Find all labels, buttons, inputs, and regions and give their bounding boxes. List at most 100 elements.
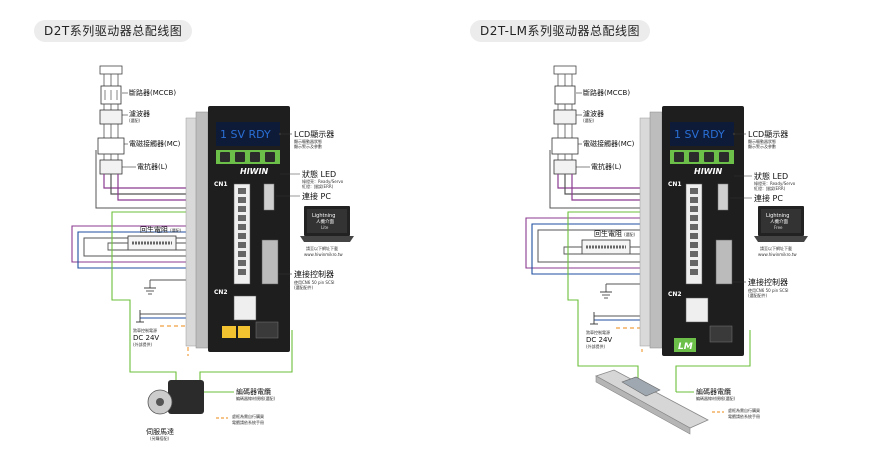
led-label: 狀態 LED (754, 171, 788, 181)
software-subtitle: 人機介面 (770, 218, 788, 225)
controller-note-2: (選配配件) (748, 292, 768, 298)
power24-label: 煞車控制電源 (133, 327, 157, 333)
led-callout: 狀態 LED 綠燈亮：Ready/Servo 紅燈：錯誤(ERR) (280, 169, 344, 189)
legend-dashed: 虛框為需自行購買 電纜請依系統手冊 (712, 407, 760, 419)
brand-logo: HIWIN (694, 167, 722, 176)
software-name: Lightning (766, 213, 789, 219)
wire-encoder (567, 211, 686, 378)
legend-line-2: 電纜請依系統手冊 (728, 413, 760, 419)
regen-note: (選配) (624, 231, 636, 237)
motor-note: (另購搭配) (150, 435, 170, 441)
wire-motor-u (525, 217, 686, 269)
lcd-callout: LCD顯示器 顯示驅動器狀態 顯示警示及參數 (732, 130, 788, 149)
lcd-readout: 1 SV RDY (674, 128, 725, 141)
encoder-note: 編碼器線材規格(選配) (236, 395, 276, 401)
contactor-label: 電磁接觸器(MC) (583, 139, 635, 148)
controller-note-2: (選配配件) (294, 284, 314, 290)
panel-title: D2T系列驱动器总配线图 (34, 20, 193, 42)
legend-line-1: 虛框為需自行購買 (728, 407, 760, 413)
regen-resistor: 回生電阻 (選配) (563, 229, 686, 255)
lcd-label: LCD顯示器 (748, 130, 788, 139)
regen-note: (選配) (170, 227, 182, 233)
laptop-icon: Lightning 人機介面 Lite 請至以下網址下載 www.hiwinmi… (300, 206, 354, 257)
mccb-label: 斷路器(MCCB) (583, 88, 630, 97)
mccb-label: 斷路器(MCCB) (129, 88, 176, 97)
diagram-panel-d2t: D2T系列驱动器总配线图 斷路器(MCCB) 濾波器 (選配) (34, 20, 354, 441)
power24-label: 煞車控制電源 (586, 329, 610, 335)
pc-callout: 連接 PC (730, 193, 783, 203)
lcd-readout: 1 SV RDY (220, 128, 271, 141)
lcd-note-2: 顯示警示及參數 (294, 143, 322, 149)
encoder-label: 編碼器電纜 (696, 387, 731, 396)
mccb-breaker: 斷路器(MCCB) (100, 85, 176, 105)
cn1-label: CN1 (214, 181, 228, 188)
linear-motor-stage (595, 369, 709, 435)
software-edition: Free (774, 225, 783, 230)
diagram-panel-d2t-lm: D2T-LM系列驱动器总配线图 斷路器(MCCB) 濾波器 (選配) (446, 0, 892, 469)
software-name: Lightning (312, 213, 335, 219)
encoder-label: 編碼器電纜 (236, 387, 271, 396)
power24-note: (外部提供) (133, 341, 153, 347)
magnetic-contactor: 電磁接觸器(MC) (551, 124, 635, 155)
led-label: 狀態 LED (302, 169, 336, 179)
noise-filter: 濾波器 (選配) (553, 104, 604, 125)
lm-badge: LM (678, 342, 693, 352)
lcd-label: LCD顯示器 (294, 130, 334, 139)
wire-encoder (111, 211, 234, 380)
controller-label: 連接控制器 (748, 277, 788, 287)
power24-voltage: DC 24V (133, 334, 159, 342)
cn2-label: CN2 (668, 291, 682, 298)
lcd-note-2: 顯示警示及參數 (748, 143, 776, 149)
motor-label: 伺服馬達 (146, 427, 174, 436)
filter-label: 濾波器 (129, 109, 150, 118)
cn1-label: CN1 (668, 181, 682, 188)
led-note-2: 紅燈：錯誤(ERR) (754, 185, 786, 191)
led-note-1: 綠燈亮：Ready/Servo (754, 180, 796, 186)
download-note-2: www.hiwinmikro.tw (304, 252, 343, 257)
led-callout: 狀態 LED 綠燈亮：Ready/Servo 紅燈：錯誤(ERR) (734, 171, 796, 191)
filter-label: 濾波器 (583, 109, 604, 118)
servo-drive: 1 SV RDY HIWIN CN1 CN2 LM (639, 106, 744, 356)
controller-callout: 連接控制器 使用CN6 50 pin SCSI (選配配件) (278, 269, 334, 290)
ac-reactor: 電抗器(L) (553, 154, 622, 175)
download-note-1: 請至以下網址下載 (760, 245, 792, 251)
wire-encoder-2 (675, 330, 751, 392)
lcd-note-1: 顯示驅動器狀態 (294, 138, 322, 144)
regen-label: 回生電阻 (140, 225, 168, 234)
wiring-diagram: 斷路器(MCCB) 濾波器 (選配) 電磁接觸器(MC) 電抗器(L) (71, 65, 354, 441)
legend-line-1: 虛框為需自行購買 (232, 413, 264, 419)
laptop-icon: Lightning 人機介面 Free 請至以下網址下載 www.hiwinmi… (754, 206, 808, 257)
led-note-2: 紅燈：錯誤(ERR) (302, 183, 334, 189)
download-note-1: 請至以下網址下載 (306, 245, 338, 251)
servo-drive: 1 SV RDY HIWIN CN1 CN2 (185, 106, 290, 352)
panel-title: D2T-LM系列驱动器总配线图 (470, 20, 650, 42)
controller-note-1: 使用CN6 50 pin SCSI (294, 279, 334, 285)
cn2-label: CN2 (214, 289, 228, 296)
legend-dashed: 虛框為需自行購買 電纜請依系統手冊 (216, 413, 264, 425)
regen-label: 回生電阻 (594, 229, 622, 238)
pc-label: 連接 PC (754, 193, 783, 203)
controller-callout: 連接控制器 使用CN6 50 pin SCSI (選配配件) (732, 277, 788, 298)
lcd-callout: LCD顯示器 顯示驅動器狀態 顯示警示及參數 (278, 130, 334, 149)
magnetic-contactor: 電磁接觸器(MC) (97, 124, 181, 155)
wiring-diagram: 斷路器(MCCB) 濾波器 (選配) 電磁接觸器(MC) 電抗器(L) (525, 65, 808, 435)
power24-note: (外部提供) (586, 343, 606, 349)
pc-label: 連接 PC (302, 191, 331, 201)
contactor-label: 電磁接觸器(MC) (129, 139, 181, 148)
encoder-callout: 編碼器電纜 編碼器線材規格(選配) (204, 387, 276, 401)
encoder-callout: 編碼器電纜 編碼器線材規格(選配) (676, 387, 736, 401)
pc-callout: 連接 PC (276, 191, 331, 201)
filter-note: (選配) (129, 117, 141, 123)
ac-reactor: 電抗器(L) (99, 154, 168, 175)
brand-logo: HIWIN (240, 167, 268, 176)
servo-motor: 伺服馬達 (另購搭配) (146, 380, 204, 441)
reactor-label: 電抗器(L) (137, 162, 168, 171)
led-note-1: 綠燈亮：Ready/Servo (302, 178, 344, 184)
controller-label: 連接控制器 (294, 269, 334, 279)
download-note-2: www.hiwinmikro.tw (758, 252, 797, 257)
mains-input (553, 65, 577, 86)
filter-note: (選配) (583, 117, 595, 123)
lcd-note-1: 顯示驅動器狀態 (748, 138, 776, 144)
wire-motor-w (537, 229, 686, 263)
encoder-note: 編碼器線材規格(選配) (696, 395, 736, 401)
